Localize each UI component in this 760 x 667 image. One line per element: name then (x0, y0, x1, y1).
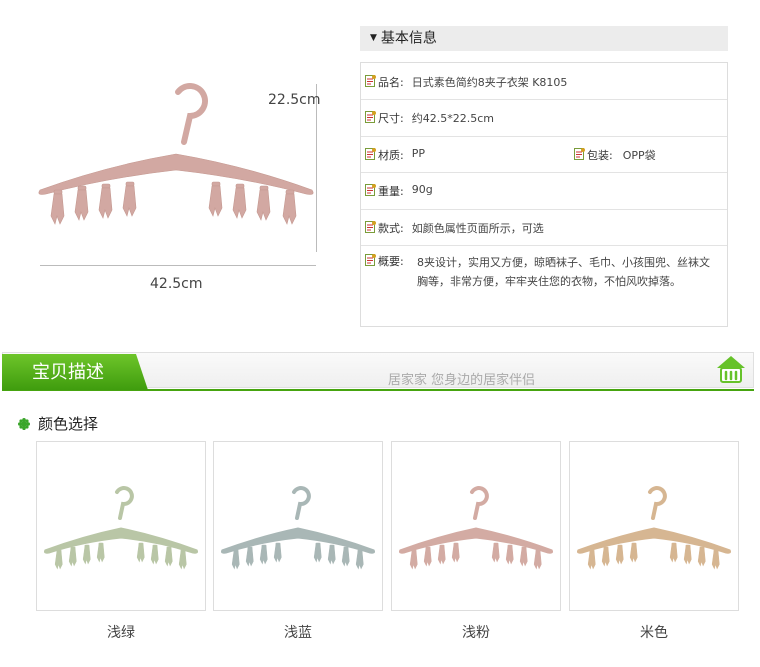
info-row-summary: 概要: 8夹设计，实用又方便，晾晒袜子、毛巾、小孩围兜、丝袜文胸等，非常方便，牢… (361, 245, 727, 326)
hanger-image (577, 486, 731, 569)
info-row-weight: 重量: 90g (361, 172, 727, 210)
color-selection-header: 颜色选择 (18, 413, 98, 434)
info-label: 包装: (587, 149, 613, 162)
description-banner: 宝贝描述 居家家 您身边的居家伴侣 (2, 352, 754, 394)
color-option-beige[interactable] (569, 441, 739, 611)
basic-info-header: ▼基本信息 (360, 26, 728, 51)
note-icon (365, 75, 376, 87)
note-icon (365, 221, 376, 233)
info-table: 品名: 日式素色简约8夹子衣架 K8105 尺寸: 约42.5*22.5cm 材… (360, 62, 728, 327)
basic-info-title: 基本信息 (380, 30, 437, 47)
hanger-image (44, 486, 198, 569)
banner-underline (2, 389, 754, 391)
info-row-style: 款式: 如颜色属性页面所示，可选 (361, 209, 727, 246)
info-label: 款式: (378, 222, 404, 235)
color-option-label: 浅蓝 (284, 625, 312, 641)
color-option-green[interactable] (36, 441, 206, 611)
color-option-pink[interactable] (391, 441, 561, 611)
info-value: OPP袋 (622, 149, 656, 162)
width-dimension-line (40, 265, 316, 266)
height-dimension-line (316, 84, 317, 252)
color-selection-title: 颜色选择 (38, 415, 99, 433)
info-label: 概要: (378, 255, 404, 268)
color-option-blue[interactable] (213, 441, 383, 611)
height-dimension-label: 22.5cm (268, 92, 321, 108)
triangle-down-icon: ▼ (370, 33, 377, 43)
info-value: 8夹设计，实用又方便，晾晒袜子、毛巾、小孩围兜、丝袜文胸等，非常方便，牢牢夹住您… (417, 256, 710, 288)
note-icon (365, 254, 376, 266)
hanger-image (221, 486, 375, 569)
color-option-label: 浅粉 (462, 625, 490, 641)
info-value: 90g (411, 183, 433, 196)
info-value: PP (411, 147, 425, 160)
product-image (36, 80, 326, 260)
banner-tab-shape (2, 354, 148, 390)
width-dimension-label: 42.5cm (150, 276, 203, 292)
banner-title: 宝贝描述 (32, 362, 104, 383)
info-label: 重量: (378, 185, 404, 198)
flower-bullet-icon (18, 417, 30, 430)
info-row-material: 材质: PP 包装: OPP袋 (361, 136, 727, 173)
home-icon[interactable] (714, 354, 748, 388)
info-value: 约42.5*22.5cm (411, 112, 494, 125)
hanger-image (399, 486, 553, 569)
note-icon (365, 148, 376, 160)
color-option-label: 米色 (640, 625, 668, 641)
info-label: 尺寸: (378, 112, 404, 125)
info-label: 材质: (378, 149, 404, 162)
info-value: 日式素色简约8夹子衣架 K8105 (411, 76, 568, 89)
note-icon (365, 184, 376, 196)
color-option-label: 浅绿 (107, 625, 135, 641)
info-row-size: 尺寸: 约42.5*22.5cm (361, 99, 727, 137)
info-value: 如颜色属性页面所示，可选 (411, 222, 544, 235)
note-icon (574, 148, 585, 160)
banner-slogan: 居家家 您身边的居家伴侣 (388, 373, 536, 388)
note-icon (365, 111, 376, 123)
info-row-name: 品名: 日式素色简约8夹子衣架 K8105 (361, 63, 727, 100)
info-label: 品名: (378, 76, 404, 89)
